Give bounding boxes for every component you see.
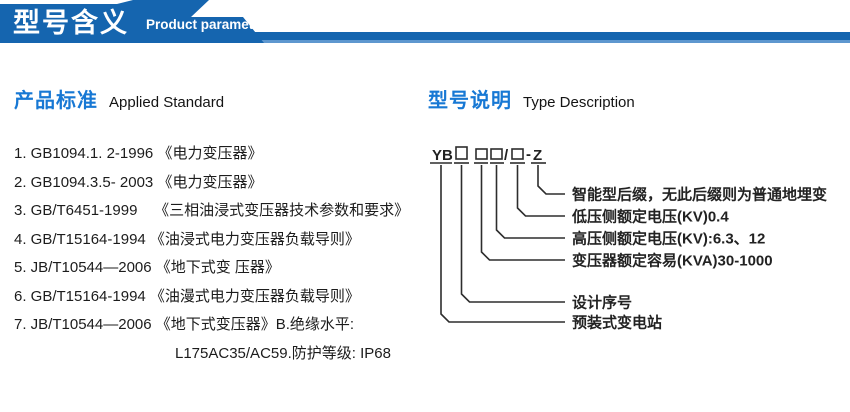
code-slash: /	[504, 147, 509, 164]
standard-item-4: 4. GB/T15164-1994 《油浸式电力变压器负载导则》	[14, 230, 360, 248]
label-lv-voltage: 低压侧额定电压(KV)0.4	[571, 208, 729, 226]
connector-design	[460, 165, 565, 303]
standard-item-2: 2. GB1094.3.5- 2003 《电力变压器》	[14, 173, 263, 191]
code-prefix: YB	[432, 147, 453, 164]
standard-item-6: 6. GB/T15164-1994 《油漫式电力变压器负载导则》	[14, 287, 360, 305]
standards-list: 1. GB1094.1. 2-1996 《电力变压器》 2. GB1094.3.…	[14, 140, 424, 368]
standard-title-zh: 产品标准	[14, 90, 98, 112]
connector-hv	[495, 165, 565, 239]
label-hv-voltage: 高压侧额定电压(KV):6.3、12	[572, 230, 765, 248]
label-prefab-station: 预装式变电站	[572, 314, 662, 332]
model-code-row: YB / - Z	[430, 146, 546, 164]
section-standard-title: 产品标准 Applied Standard	[14, 84, 224, 113]
page-subtitle: Product parameters	[146, 17, 274, 32]
standard-item-5: 5. JB/T10544—2006 《地下式变 压器》	[14, 259, 280, 276]
page-title: 型号含义	[13, 8, 129, 38]
code-box-capacity	[475, 148, 488, 160]
diagram-connectors	[440, 165, 565, 323]
header-banner-shape	[0, 0, 264, 43]
type-title-zh: 型号说明	[428, 90, 512, 112]
standard-item-1: 1. GB1094.1. 2-1996 《电力变压器》	[14, 145, 263, 162]
model-code-diagram: YB / - Z 智能型后缀，无此后缀则为普通地埋变 低压侧额定电压(KV)0.…	[430, 146, 827, 332]
label-design-no: 设计序号	[572, 294, 632, 312]
code-box-hv	[490, 148, 503, 160]
standard-item-3: 3. GB/T6451-1999 《三相油浸式变压器技术参数和要求》	[14, 202, 410, 219]
label-capacity: 变压器额定容易(KVA)30-1000	[572, 252, 773, 270]
standard-title-en: Applied Standard	[109, 94, 225, 111]
connector-prefix	[440, 165, 565, 323]
header-accent-bar-light	[0, 40, 850, 43]
standard-item-7-continuation: L175AC35/AC59.防护等级: IP68	[175, 344, 391, 362]
label-smart-suffix: 智能型后缀，无此后缀则为普通地埋变	[572, 186, 827, 204]
banner-polygon	[0, 0, 264, 43]
standard-item-7: 7. JB/T10544—2006 《地下式变压器》B.绝缘水平:	[14, 316, 355, 333]
type-title-en: Type Description	[523, 94, 635, 111]
code-suffix: Z	[533, 147, 542, 164]
code-box-design	[455, 146, 468, 160]
connector-capacity	[480, 165, 565, 261]
code-box-lv	[511, 148, 524, 160]
section-type-title: 型号说明 Type Description	[428, 84, 635, 113]
connector-smart-suffix	[537, 165, 565, 195]
connector-lv	[516, 165, 565, 217]
header-accent-bar	[0, 32, 850, 40]
code-dash: -	[526, 146, 531, 163]
diagram-labels: 智能型后缀，无此后缀则为普通地埋变 低压侧额定电压(KV)0.4 高压侧额定电压…	[571, 186, 827, 332]
